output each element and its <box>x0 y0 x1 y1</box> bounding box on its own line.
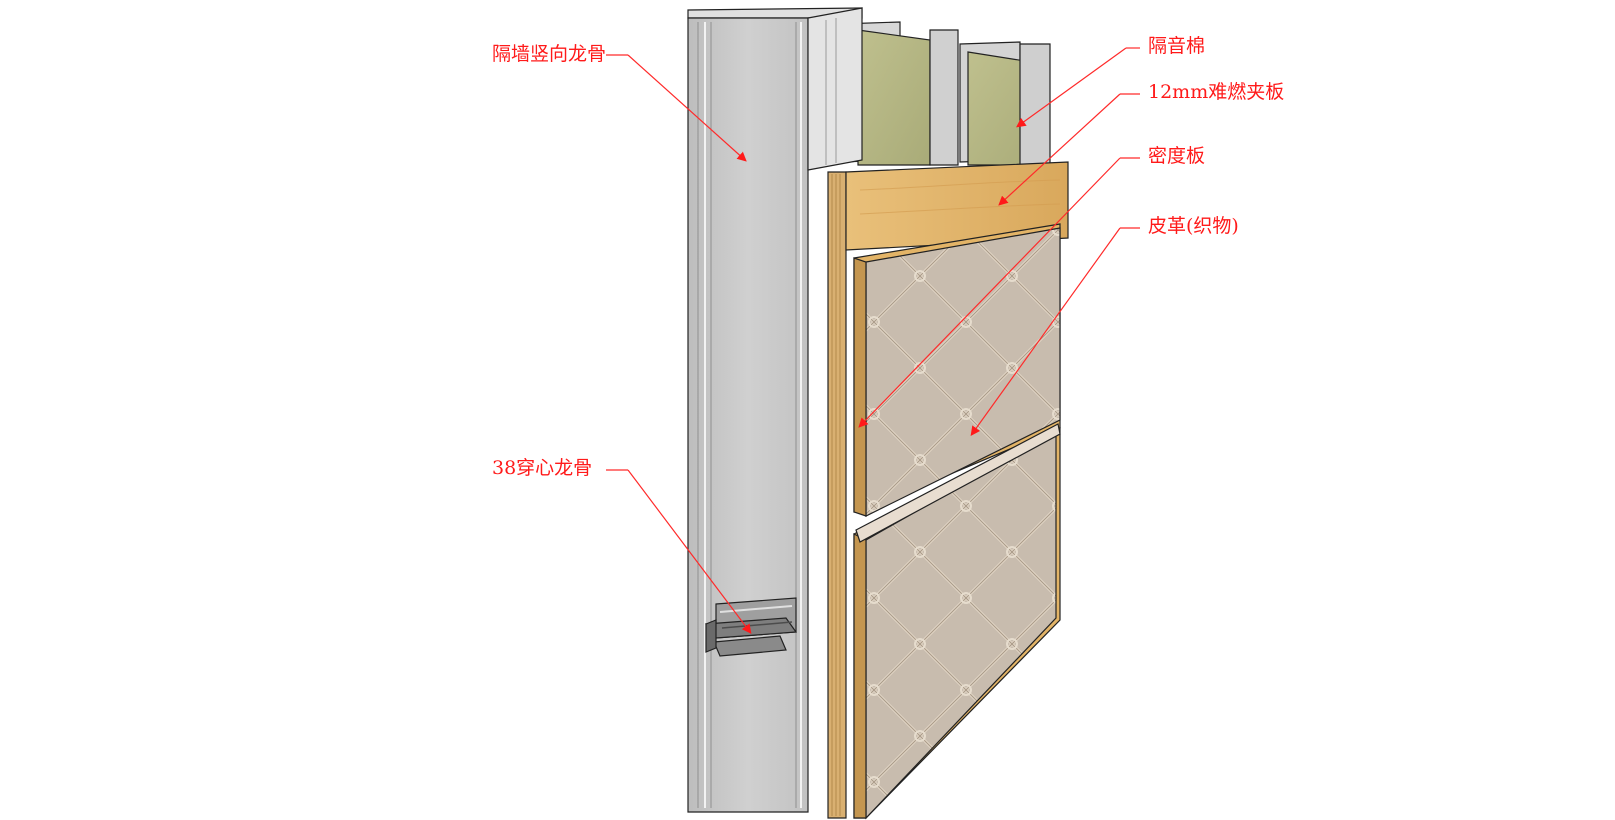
plywood-board <box>827 161 1069 819</box>
label-through-keel-text: 38穿心龙骨 <box>492 457 592 479</box>
label-insulation: 隔音棉 <box>1016 35 1205 128</box>
label-insulation-text: 隔音棉 <box>1148 35 1205 57</box>
through-keel <box>704 597 798 657</box>
label-stud: 隔墙竖向龙骨 <box>492 43 747 162</box>
label-plywood-text: 12mm难燃夹板 <box>1148 81 1284 103</box>
label-through-keel: 38穿心龙骨 <box>492 457 752 634</box>
label-mdf-text: 密度板 <box>1148 145 1205 167</box>
label-leather-text: 皮革(织物) <box>1148 215 1239 237</box>
label-stud-text: 隔墙竖向龙骨 <box>492 43 606 65</box>
insulation-layer <box>839 21 1051 166</box>
leather-panel-upper <box>853 223 1061 517</box>
label-plywood: 12mm难燃夹板 <box>998 81 1284 206</box>
label-leather: 皮革(织物) <box>970 215 1239 436</box>
label-mdf: 密度板 <box>858 145 1205 428</box>
leather-panel-lower <box>853 423 1061 820</box>
